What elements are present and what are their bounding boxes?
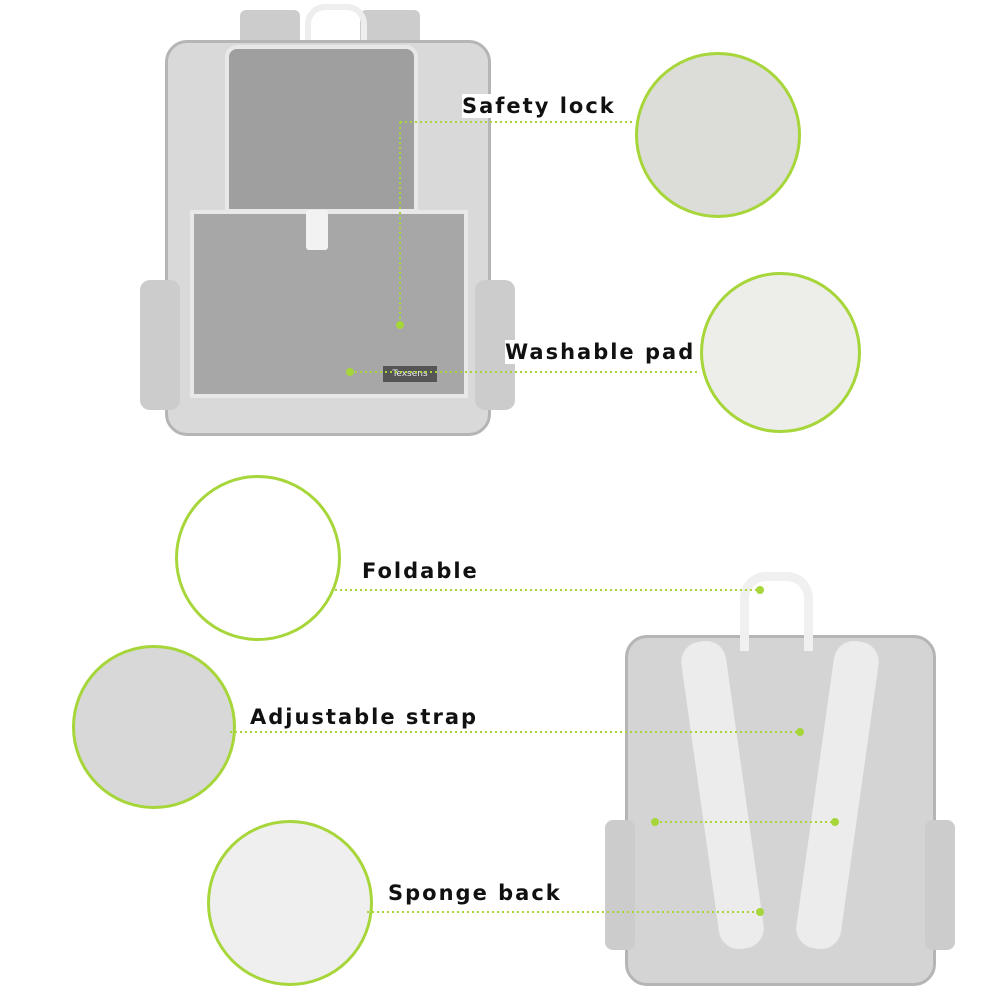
feature-label-foldable: Foldable: [362, 559, 479, 583]
adjustable-strap-detail-image: [72, 645, 236, 809]
feature-label-safety-lock: Safety lock: [462, 94, 616, 118]
sponge-back-detail-image: [207, 820, 373, 986]
safety-lock-detail-image: [635, 52, 801, 218]
feature-label-washable-pad: Washable pad: [505, 340, 696, 364]
brand-logo: Texsens: [383, 366, 437, 382]
foldable-detail-image: [175, 475, 341, 641]
washable-pad-detail-image: [700, 272, 861, 433]
feature-label-sponge-back: Sponge back: [388, 881, 562, 905]
feature-label-adjustable-strap: Adjustable strap: [250, 705, 479, 729]
